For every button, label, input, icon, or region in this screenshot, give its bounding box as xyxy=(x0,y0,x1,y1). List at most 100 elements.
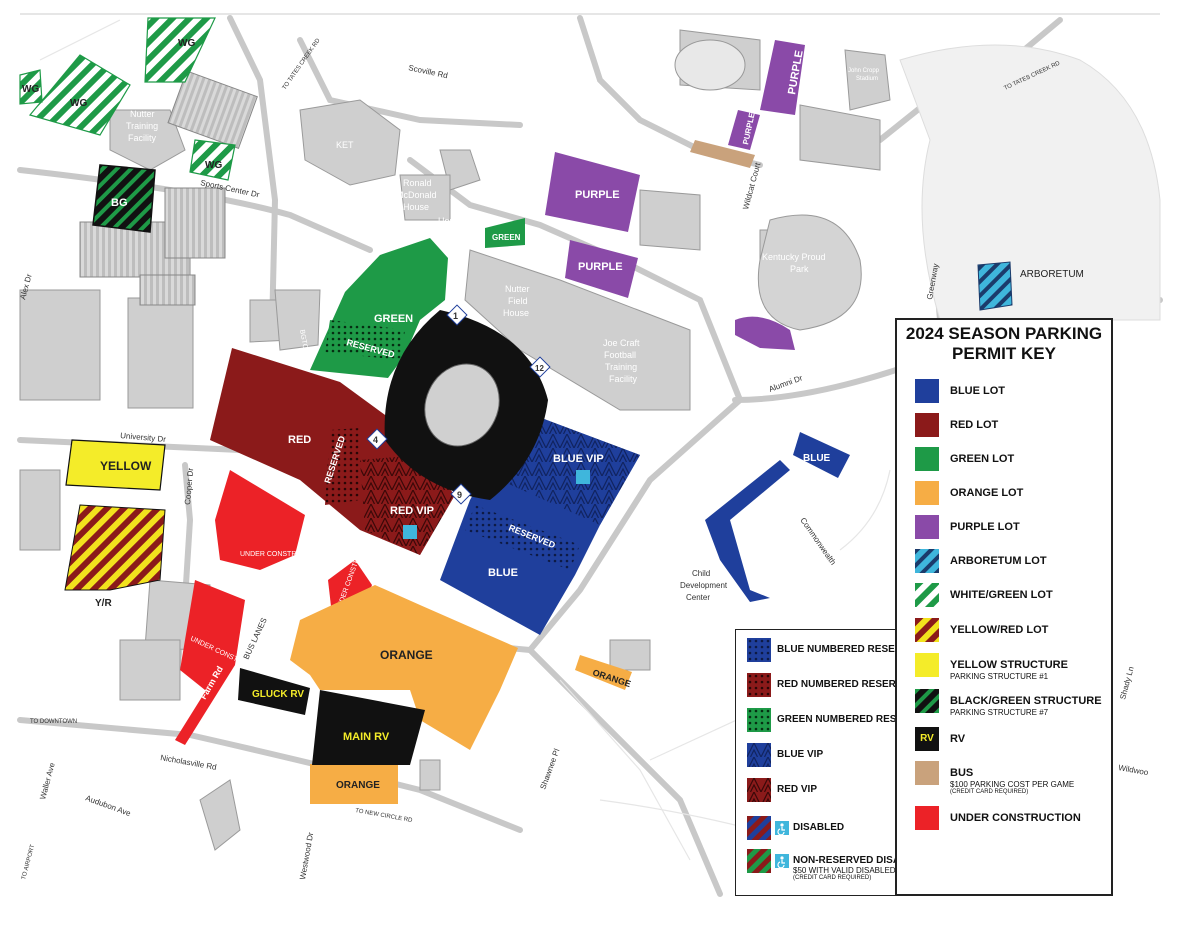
green-lot-swatch xyxy=(915,447,939,471)
lot-yellow-structure xyxy=(65,439,166,491)
white-green-lots: WG WG WG WG xyxy=(19,17,236,181)
key-arboretum-lot: ARBORETUM LOT xyxy=(915,549,1047,575)
legend-blue-numbered-reserved: BLUE NUMBERED RESERVED xyxy=(747,638,922,662)
blue-vip-label: BLUE VIP xyxy=(553,453,604,465)
key-bus: BUS $100 PARKING COST PER GAME (CREDIT C… xyxy=(915,761,1075,795)
key-label-yellow-structure: YELLOW STRUCTURE PARKING STRUCTURE #1 xyxy=(950,653,1068,681)
orange-south-label: ORANGE xyxy=(336,780,380,791)
red-vip-swatch xyxy=(747,778,771,802)
rmh-label-1: Ronald xyxy=(403,178,432,188)
wg-label-1: WG xyxy=(178,38,195,49)
gray-parking-structure xyxy=(167,70,258,150)
under-construction-swatch xyxy=(915,806,939,830)
permit-key-title-line2: PERMIT KEY xyxy=(952,344,1056,363)
key-blue-lot: BLUE LOT xyxy=(915,379,1005,405)
lot-wg-east xyxy=(189,139,236,181)
bgtc-label: BGTC xyxy=(298,329,308,349)
bus-lot xyxy=(690,140,755,168)
permit-key-title: 2024 SEASON PARKING PERMIT KEY xyxy=(897,324,1111,364)
kentucky-proud-park-2: Park xyxy=(790,264,809,274)
joe-craft-label-3: Training xyxy=(605,362,637,372)
blue-east-label: BLUE xyxy=(803,453,831,464)
legend-red-numbered-reserved: RED NUMBERED RESERVED xyxy=(747,673,916,697)
lot-gluck-rv xyxy=(238,668,310,715)
legend-label-red-numbered-reserved: RED NUMBERED RESERVED xyxy=(777,679,917,690)
green-small-label: GREEN xyxy=(492,233,521,242)
ket-label: KET xyxy=(336,140,354,150)
lot-wg-edge xyxy=(19,69,43,105)
john-cropp-1: John Cropp xyxy=(848,68,880,74)
yr-label: Y/R xyxy=(95,598,112,609)
bus-sub2: (CREDIT CARD REQUIRED) xyxy=(950,789,1029,795)
reserved-vip-legend: BLUE NUMBERED RESERVED RED NUMBERED RESE… xyxy=(735,629,937,896)
joe-craft-label-4: Facility xyxy=(609,374,638,384)
legend-label-blue-numbered-reserved: BLUE NUMBERED RESERVED xyxy=(777,644,923,655)
nrd-sub2: (CREDIT CARD REQUIRED) xyxy=(793,875,872,881)
nrd-label: NON-RESERVED DISABLED xyxy=(793,855,928,866)
child-dev-center-3: Center xyxy=(686,593,710,602)
baseball-park xyxy=(757,214,862,331)
key-orange-lot: ORANGE LOT xyxy=(915,481,1023,507)
key-label-yellow-red-lot: YELLOW/RED LOT xyxy=(950,624,1049,636)
nutter-field-house-1: Nutter xyxy=(505,284,530,294)
kentucky-proud-park-1: Kentucky Proud xyxy=(762,252,826,262)
disabled-icon xyxy=(576,470,590,484)
child-dev-center-2: Development xyxy=(680,581,728,590)
rmh-label-3: House xyxy=(403,202,429,212)
green-label: GREEN xyxy=(374,313,413,325)
gray-parking-area-3 xyxy=(164,187,226,259)
red-vip-label: RED VIP xyxy=(390,505,434,517)
blue-vip-swatch xyxy=(747,743,771,767)
white-green-lot-swatch xyxy=(915,583,939,607)
soccer-field xyxy=(674,39,746,91)
wg-label-3: WG xyxy=(22,84,39,95)
legend-blue-vip: BLUE VIP xyxy=(747,743,823,767)
gate-9: 9 xyxy=(457,490,462,500)
red-reserved-area xyxy=(325,428,360,505)
lot-purple-track xyxy=(735,316,795,350)
wg-label-2: WG xyxy=(70,98,87,109)
key-purple-lot: PURPLE LOT xyxy=(915,515,1020,541)
bus-sub: $100 PARKING COST PER GAME xyxy=(950,780,1075,789)
legend-disabled: DISABLED xyxy=(747,816,844,840)
key-rv: RV RV xyxy=(915,727,965,753)
legend-label-blue-vip: BLUE VIP xyxy=(777,749,824,760)
lot-purple-4 xyxy=(728,110,760,150)
key-black-green-structure: BLACK/GREEN STRUCTURE PARKING STRUCTURE … xyxy=(915,689,1102,717)
lot-wg-west xyxy=(28,54,131,136)
bg-label: BG xyxy=(111,197,128,209)
key-label-blue-lot: BLUE LOT xyxy=(950,385,1005,397)
green-reserved-area xyxy=(325,320,405,360)
blue-numbered-reserved-swatch xyxy=(747,638,771,662)
ys-label: YELLOW STRUCTURE xyxy=(950,659,1068,671)
legend-label-red-vip: RED VIP xyxy=(777,784,818,795)
lot-orange-south xyxy=(310,764,398,804)
nutter-field-house-3: House xyxy=(503,308,529,318)
ys-sub: PARKING STRUCTURE #1 xyxy=(950,672,1049,681)
lot-bg-structure xyxy=(92,164,156,233)
gray-parking-area-2 xyxy=(139,274,196,306)
joe-craft-label-1: Joe Craft xyxy=(603,338,640,348)
yellow-label: YELLOW xyxy=(100,459,152,473)
disabled-icon xyxy=(775,854,789,868)
key-label-arboretum-lot: ARBORETUM LOT xyxy=(950,555,1047,567)
nutter-training-3: Facility xyxy=(128,133,157,143)
red-lot-swatch xyxy=(915,413,939,437)
gate-1: 1 xyxy=(453,311,458,321)
arboretum-lot-swatch xyxy=(915,549,939,573)
nutter-field-house-2: Field xyxy=(508,296,528,306)
disabled-swatch xyxy=(747,816,771,840)
road-to-downtown: TO DOWNTOWN xyxy=(30,719,77,725)
lot-yellow-red xyxy=(64,504,166,591)
permit-key-title-line1: 2024 SEASON PARKING xyxy=(905,324,1103,343)
lot-orange-east xyxy=(575,655,632,690)
lot-purple-1 xyxy=(545,152,640,232)
lot-main-rv xyxy=(312,690,425,765)
key-yellow-structure: YELLOW STRUCTURE PARKING STRUCTURE #1 xyxy=(915,653,1068,681)
key-label-rv: RV xyxy=(950,733,966,745)
gate-12: 12 xyxy=(535,364,544,373)
lot-arboretum xyxy=(977,261,1013,311)
legend-label-disabled: DISABLED xyxy=(793,822,845,833)
lot-purple-3 xyxy=(760,40,805,115)
non-reserved-disabled-swatch xyxy=(747,849,771,873)
